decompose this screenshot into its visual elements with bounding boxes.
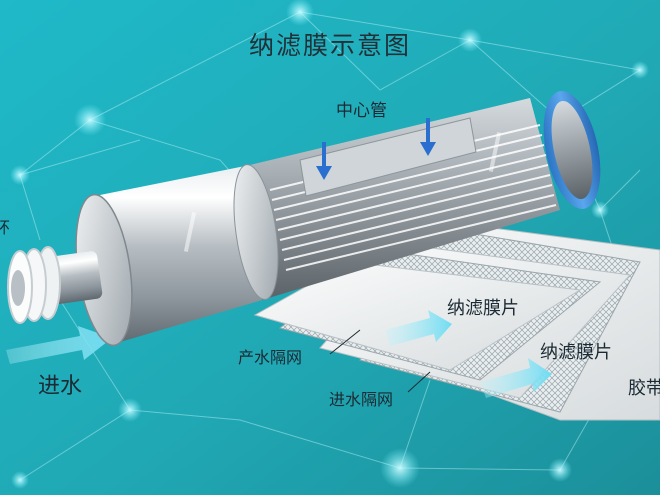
down-arrow-icon	[316, 142, 332, 180]
folded-leaves	[269, 124, 557, 271]
nf-film-label-1: 纳滤膜片	[447, 298, 519, 319]
nf-film-label-2: 纳滤膜片	[540, 342, 612, 363]
center-tube	[299, 117, 477, 197]
brand-marks	[183, 132, 502, 252]
leader-lines	[329, 329, 431, 393]
flow-arrow-icon	[480, 358, 552, 398]
flow-arrows	[385, 310, 552, 398]
diagram-title: 纳滤膜示意图	[248, 31, 411, 60]
tape-label: 胶带	[628, 378, 660, 399]
nf-film-sheet-1	[253, 261, 582, 371]
seal-ring-label: 环	[0, 218, 11, 237]
down-arrows	[316, 118, 436, 180]
inlet-arrow-icon	[6, 326, 112, 364]
product-spacer-label: 产水隔网	[238, 348, 303, 367]
feed-spacer-label: 进水隔网	[329, 390, 394, 409]
membrane-element	[75, 91, 601, 347]
feed-inlet-label: 进水	[38, 374, 83, 399]
membrane-sheets	[253, 224, 660, 421]
down-arrow-icon	[420, 118, 436, 156]
center-tube-label: 中心管	[336, 101, 387, 121]
inlet-connector	[7, 246, 103, 324]
flow-arrow-icon	[385, 310, 452, 346]
